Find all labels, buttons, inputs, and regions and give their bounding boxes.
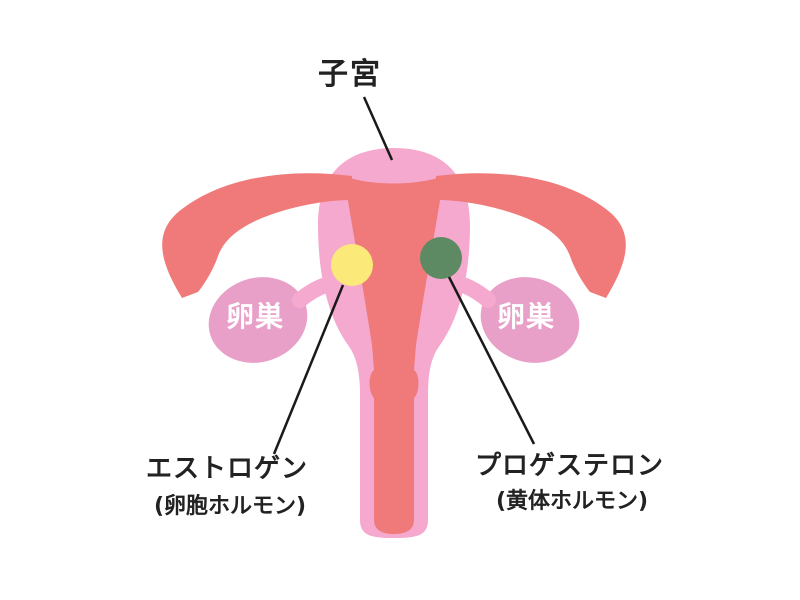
progesterone-description: (黄体ホルモン) <box>496 489 649 514</box>
progesterone-leader-line <box>447 276 536 445</box>
right-ovary-label: 卵巣 <box>497 300 556 333</box>
progesterone-label: プロゲステロン <box>475 451 665 481</box>
uterus-label: 子宮 <box>318 57 382 92</box>
progesterone-dot <box>420 237 462 279</box>
left-ovary-label: 卵巣 <box>226 300 285 333</box>
estrogen-dot <box>331 244 373 286</box>
estrogen-label: エストロゲン <box>146 454 309 484</box>
left-fallopian-tube <box>162 173 352 298</box>
uterus-leader-line <box>362 96 394 161</box>
estrogen-description: (卵胞ホルモン) <box>154 494 307 519</box>
right-fallopian-tube <box>436 173 626 298</box>
estrogen-leader-line <box>272 284 345 455</box>
right-ovary <box>480 277 580 363</box>
left-ovary <box>208 277 308 363</box>
